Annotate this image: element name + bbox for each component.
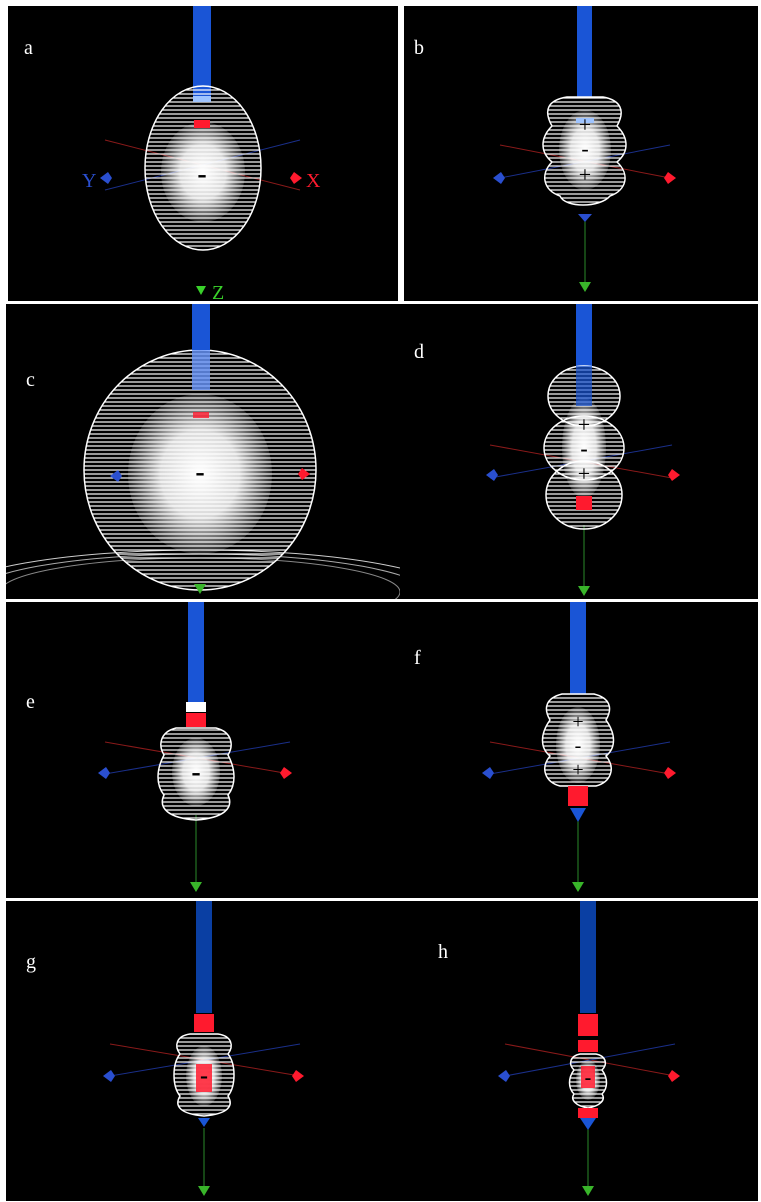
y-axis-marker-icon xyxy=(100,172,112,184)
axis-label-y: Y xyxy=(82,170,96,192)
y-axis-marker-icon xyxy=(493,172,505,184)
panel-f: + - + f xyxy=(400,602,760,899)
x-axis-marker-icon xyxy=(664,172,676,184)
charge-minus: - xyxy=(575,735,582,757)
charge-minus: - xyxy=(581,136,588,161)
x-axis-marker-icon xyxy=(298,468,310,480)
charge-minus: - xyxy=(585,1067,592,1089)
panel-g: - g xyxy=(6,901,400,1201)
panel-label-a: a xyxy=(24,37,33,59)
axis-label-z: Z xyxy=(212,282,224,304)
y-axis-marker-icon xyxy=(498,1070,510,1082)
panel-b: + - + b xyxy=(404,6,758,301)
charge-minus: - xyxy=(195,457,204,488)
x-axis-marker-icon xyxy=(290,172,302,184)
axis-label-x: X xyxy=(306,170,321,192)
y-axis-marker-icon xyxy=(110,470,122,482)
y-axis-marker-icon xyxy=(103,1070,115,1082)
x-axis-marker-icon xyxy=(668,1070,680,1082)
y-axis-marker-icon xyxy=(482,767,494,779)
panel-label-b: b xyxy=(414,37,424,59)
charge-plus-bottom: + xyxy=(579,162,591,187)
y-axis-marker-icon xyxy=(98,767,110,779)
panel-label-f: f xyxy=(414,647,421,669)
panel-c: - c xyxy=(6,304,400,600)
panel-label-g: g xyxy=(26,951,36,973)
panel-label-d: d xyxy=(414,341,424,363)
panel-a: - Y X Z a xyxy=(8,6,398,304)
panel-e: - e xyxy=(6,602,400,899)
panel-d: + - + d xyxy=(400,304,760,600)
charge-minus: - xyxy=(200,1063,208,1089)
panel-label-c: c xyxy=(26,369,35,391)
charge-plus-bottom: + xyxy=(572,759,583,781)
x-axis-marker-icon xyxy=(292,1070,304,1082)
x-axis-marker-icon xyxy=(664,767,676,779)
z-axis-marker-icon xyxy=(196,286,206,295)
charge-minus: - xyxy=(191,757,200,788)
y-axis-marker-icon xyxy=(486,469,498,481)
panel-label-e: e xyxy=(26,691,35,713)
panel-label-h: h xyxy=(438,941,448,963)
charge-plus-top: + xyxy=(578,412,590,437)
charge-plus-bottom: + xyxy=(578,461,590,486)
x-axis-marker-icon xyxy=(280,767,292,779)
x-axis-marker-icon xyxy=(668,469,680,481)
charge-plus-top: + xyxy=(579,112,591,137)
charge-plus-top: + xyxy=(572,711,583,733)
panel-h: - h xyxy=(400,901,760,1201)
charge-minus: - xyxy=(197,159,206,190)
charge-minus: - xyxy=(580,436,587,461)
